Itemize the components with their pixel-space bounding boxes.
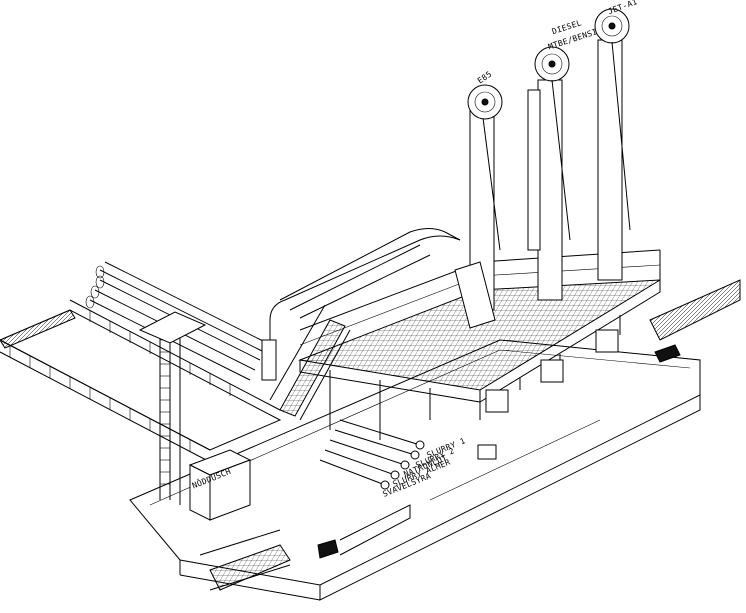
ladder-tower <box>138 311 207 505</box>
footings <box>477 329 619 460</box>
right-walkway <box>317 279 741 559</box>
loading-arm-mtbe-bensin: DIESEL MTBE/BENSIN <box>527 18 603 301</box>
left-walkway <box>0 299 282 463</box>
e85-label: E85 <box>476 69 494 85</box>
stairs <box>269 304 351 421</box>
lower-bridge <box>199 529 291 591</box>
loading-arm-e85: E85 <box>454 69 503 329</box>
emergency-shower-cabinet: NÖDDUSCH <box>188 449 252 521</box>
loading-arm-jet-a1: JET-A1 <box>594 0 639 281</box>
front-rail <box>339 419 601 556</box>
